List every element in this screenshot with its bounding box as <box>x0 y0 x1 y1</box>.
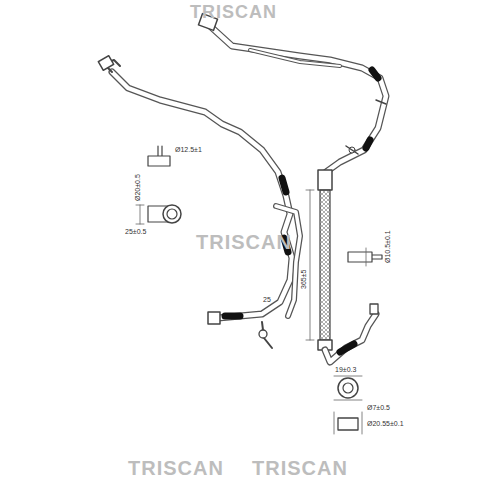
watermark: TRISCAN <box>128 458 224 478</box>
dimension-label: Ø10.5±0.1 <box>384 229 391 264</box>
dimension-label: 25±0.5 <box>124 228 147 235</box>
dimension-label: 25 <box>262 296 272 303</box>
dimension-label: Ø20±0.5 <box>134 173 141 202</box>
dimension-label: 365±5 <box>300 269 307 290</box>
watermark: TRISCAN <box>196 232 292 252</box>
watermark: TRISCAN <box>252 458 348 478</box>
dimension-label: Ø12.5±1 <box>174 146 203 153</box>
dimension-label: Ø20.55±0.1 <box>366 420 405 427</box>
dimension-label: Ø7±0.5 <box>366 404 391 411</box>
watermark: TRISCAN <box>190 3 277 21</box>
dimension-label: 19±0.3 <box>334 366 357 373</box>
